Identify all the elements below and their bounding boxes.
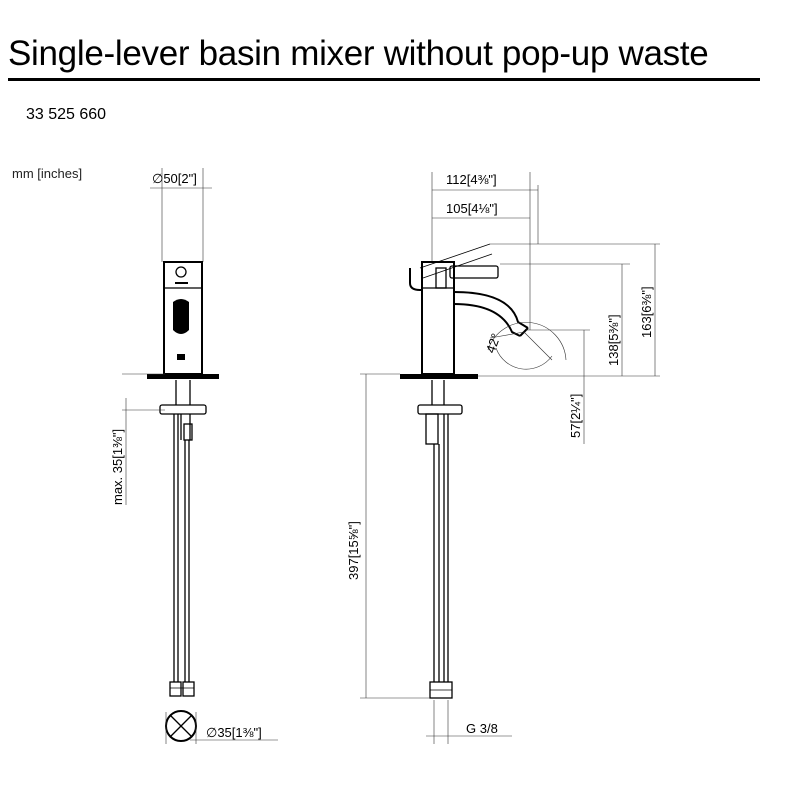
width-105-label: 105[4⅛"] xyxy=(446,201,498,216)
angle-label: 42° xyxy=(483,331,504,355)
height-138-label: 138[5⅜"] xyxy=(606,314,621,366)
article-number: 33 525 660 xyxy=(26,106,107,123)
height-163-label: 163[6⅜"] xyxy=(639,286,654,338)
length-397-label: 397[15⅝"] xyxy=(346,521,361,580)
height-57-label: 57[2¼"] xyxy=(568,394,583,438)
thread-label: G 3/8 xyxy=(466,721,498,736)
max-thickness-label: max. 35[1⅜"] xyxy=(110,429,125,505)
width-112-label: 112[4⅜"] xyxy=(446,172,497,187)
page-title: Single-lever basin mixer without pop-up … xyxy=(8,34,709,73)
side-view: 112[4⅜"] 105[4⅛"] 42° xyxy=(346,172,660,744)
title-underline xyxy=(8,78,760,81)
diameter-top-label: ∅50[2"] xyxy=(152,171,197,186)
units-note: mm [inches] xyxy=(12,166,83,181)
diameter-bottom-label: ∅35[1⅜"] xyxy=(206,725,262,740)
front-view: ∅50[2"] ∅35[1⅜"] xyxy=(110,168,278,744)
